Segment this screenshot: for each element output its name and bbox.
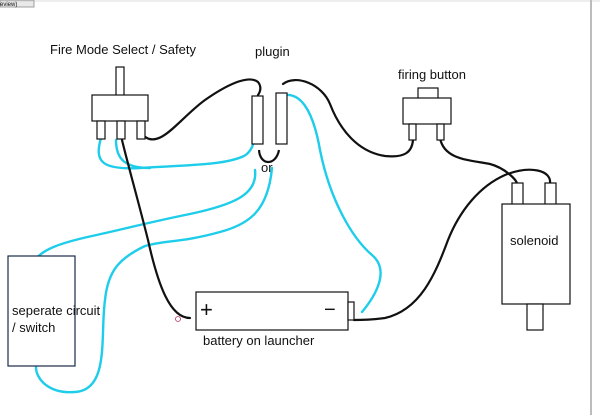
separate-circuit-label-line1: seperate circuit (12, 303, 101, 318)
black-wire-switch-to-battery (120, 138, 192, 320)
plugin-right-terminal (275, 92, 288, 145)
separate-circuit-box (7, 255, 76, 367)
solenoid-body (501, 203, 571, 305)
plugin-connector (251, 92, 288, 164)
battery (175, 291, 355, 331)
plugin-left-terminal (251, 95, 264, 145)
blue-wire-switch-to-plugin (97, 128, 257, 170)
battery-negative-junction (175, 316, 181, 322)
plugin-or-label: or (261, 160, 273, 175)
solenoid-plunger (526, 303, 544, 331)
solenoid-pin-right (544, 182, 557, 206)
button-pin-left (408, 123, 417, 141)
blue-wire-separate-lower (34, 166, 274, 394)
battery-terminal (347, 301, 355, 321)
window-tab-label: eview) (0, 2, 17, 8)
blue-wire-from-switch-pin (114, 138, 152, 170)
solenoid-pin-left (511, 182, 524, 206)
switch-pin-right (136, 120, 146, 140)
battery-plus-sign: + (200, 297, 213, 322)
firing-button-label: firing button (398, 67, 466, 82)
fire-mode-switch (91, 66, 149, 140)
black-wire-solenoid-to-battery (352, 168, 552, 322)
firing-button (402, 87, 452, 141)
switch-pin-left (96, 120, 106, 140)
black-wire-plugin-to-button (281, 79, 415, 158)
switch-body (91, 94, 149, 122)
switch-lever (115, 66, 125, 100)
battery-body (195, 291, 349, 331)
blue-wire-plugin-right (279, 93, 382, 314)
fire-mode-label: Fire Mode Select / Safety (50, 42, 196, 57)
plugin-or-loop (257, 149, 281, 164)
black-wire-button-to-solenoid (438, 136, 519, 186)
blue-wires (32, 93, 382, 394)
black-wire-switch-to-plugin (142, 78, 262, 141)
solenoid-label: solenoid (510, 233, 558, 248)
separate-circuit-border (7, 255, 76, 367)
separate-circuit-label-line2: / switch (12, 320, 55, 335)
button-body (402, 97, 452, 125)
battery-label: battery on launcher (203, 333, 315, 348)
plugin-label: plugin (255, 44, 290, 59)
blue-wire-separate-upper (32, 168, 257, 264)
solenoid (501, 182, 571, 331)
window-tab (0, 0, 35, 8)
button-pin-right (436, 123, 445, 141)
switch-pin-middle (116, 120, 126, 140)
battery-minus-sign: − (324, 299, 336, 321)
black-wires (120, 78, 552, 322)
